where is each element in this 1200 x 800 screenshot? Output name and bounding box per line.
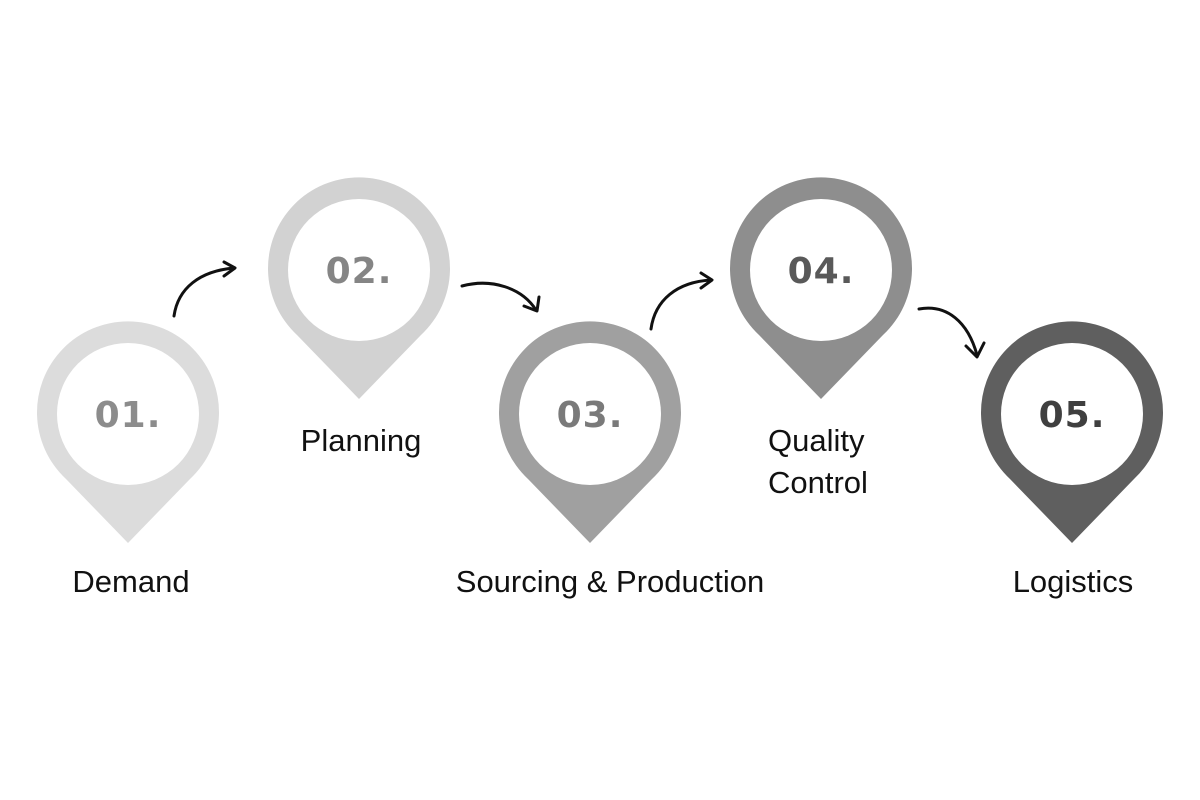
step-label-03: Sourcing & Production [456, 564, 764, 599]
arrow-01-to-02-line [172, 266, 236, 318]
step-number-03: 03. [557, 395, 624, 436]
step-label-05-line-1: Logistics [1013, 564, 1134, 599]
step-05: 05. Logistics [981, 321, 1163, 599]
step-label-02-line-1: Planning [301, 423, 422, 458]
pin-inner-circle-04 [750, 199, 892, 341]
step-label-04: Quality Control [768, 423, 873, 500]
arrow-04-to-05 [917, 306, 986, 359]
connectors [172, 260, 986, 359]
step-label-05: Logistics [1013, 564, 1134, 599]
step-number-01: 01. [95, 395, 162, 436]
step-label-04-line-2: Control [768, 465, 868, 500]
step-04: 04. Quality Control [730, 177, 913, 500]
arrow-02-to-03 [460, 281, 541, 313]
step-label-04-line-1: Quality [768, 423, 865, 458]
arrow-01-to-02-head [222, 260, 237, 278]
step-02: 02. Planning [268, 177, 450, 458]
pin-inner-circle-05 [1001, 343, 1143, 485]
arrow-03-to-04-line [649, 278, 713, 331]
step-number-02: 02. [326, 251, 393, 292]
pin-inner-circle-02 [288, 199, 430, 341]
step-label-02: Planning [301, 423, 422, 458]
arrow-03-to-04 [649, 271, 714, 331]
arrow-02-to-03-head [522, 295, 541, 313]
step-label-03-line-1: Sourcing & Production [456, 564, 764, 599]
step-01: 01. Demand [37, 321, 220, 599]
step-number-05: 05. [1039, 395, 1106, 436]
step-03: 03. Sourcing & Production [456, 321, 764, 599]
step-number-04: 04. [788, 251, 855, 292]
step-label-01-line-1: Demand [72, 564, 189, 599]
arrow-03-to-04-head [699, 271, 714, 290]
step-label-01: Demand [72, 564, 189, 599]
arrow-04-to-05-line [917, 306, 979, 357]
arrow-01-to-02 [172, 260, 237, 318]
pin-inner-circle-01 [57, 343, 199, 485]
arrow-04-to-05-head [964, 341, 986, 359]
arrow-02-to-03-line [460, 281, 538, 312]
pin-inner-circle-03 [519, 343, 661, 485]
